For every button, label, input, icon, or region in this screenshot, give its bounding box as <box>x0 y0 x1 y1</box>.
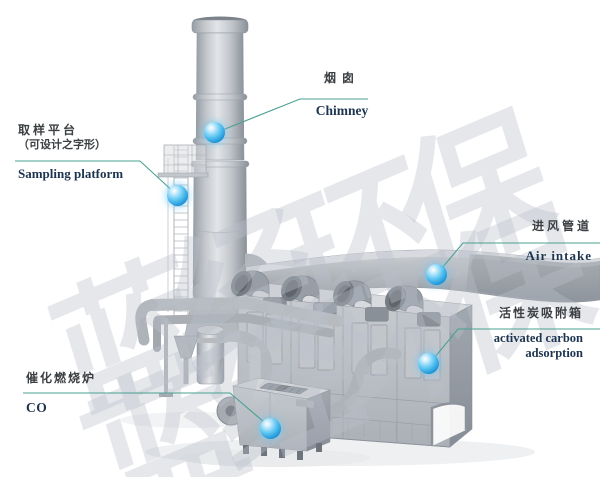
air-intake-label-en: Air intake <box>525 248 592 263</box>
air-intake-leader-line <box>436 242 600 275</box>
carbon-leader-line <box>429 328 600 364</box>
furnace-leader-line <box>23 392 272 429</box>
sampling-label-zh-line1: 取样平台 <box>18 123 79 137</box>
catalytic-furnace-marker-dot <box>260 418 281 439</box>
air-intake-marker-dot <box>426 264 447 285</box>
sampling-leader-line <box>15 160 179 197</box>
carbon-label-en-line2: adsorption <box>525 346 583 360</box>
sampling-platform-marker-dot <box>167 185 188 206</box>
sampling-label-zh-line2: （可设计之字形） <box>18 139 106 151</box>
furnace-label-en: CO <box>26 400 48 415</box>
sampling-platform-callout: 取样平台 （可设计之字形） Sampling platform <box>18 123 123 181</box>
chimney-leader-line <box>214 98 368 134</box>
chimney-callout: 烟囱 Chimney <box>292 71 392 118</box>
activated-carbon-marker-dot <box>418 353 439 374</box>
sampling-label-en: Sampling platform <box>18 166 124 181</box>
air-intake-label-zh: 进风管道 <box>531 219 592 233</box>
chimney-label-zh: 烟囱 <box>323 71 360 85</box>
activated-carbon-callout: 活性炭吸附箱 activated carbon adsorption <box>403 306 583 361</box>
furnace-label-zh: 催化燃烧炉 <box>26 371 97 385</box>
chimney-label-en: Chimney <box>315 103 369 118</box>
carbon-label-en-line1: activated carbon <box>493 331 583 345</box>
carbon-label-zh: 活性炭吸附箱 <box>498 306 583 320</box>
catalytic-furnace-callout: 催化燃烧炉 CO <box>26 371 96 415</box>
air-intake-duct <box>245 249 600 303</box>
chimney-marker-dot <box>204 122 225 143</box>
air-intake-callout: 进风管道 Air intake <box>442 219 592 263</box>
